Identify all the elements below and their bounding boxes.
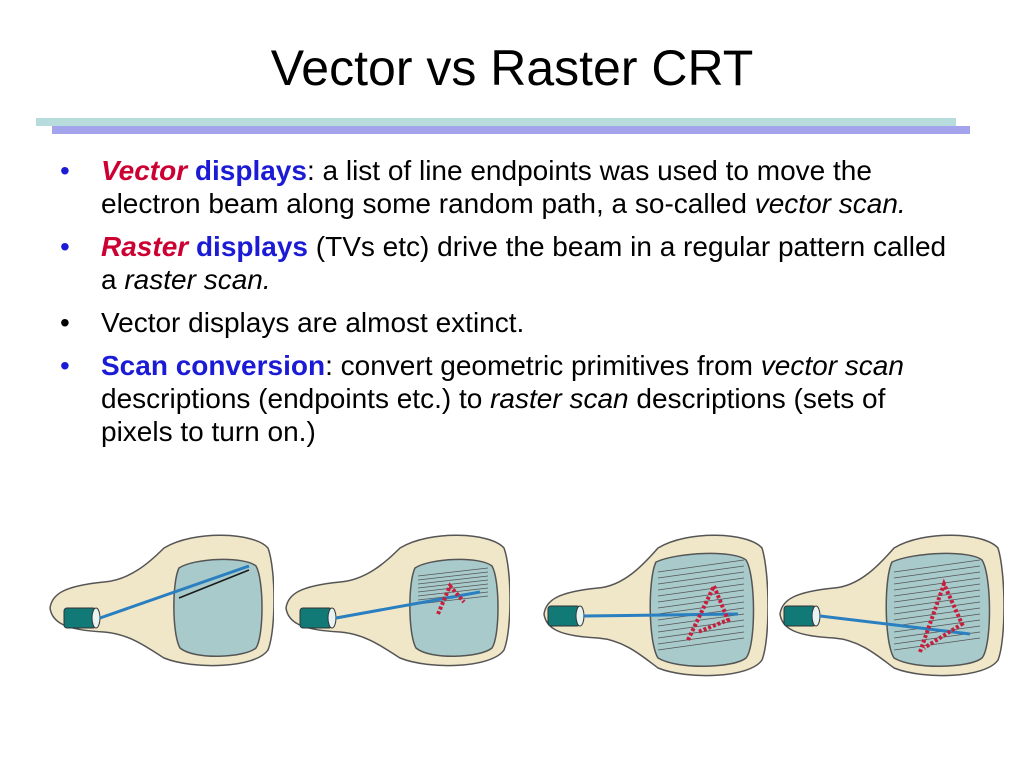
bullet-text: : convert geometric primitives from [325,350,761,381]
term-displays: displays [195,231,309,262]
crt-raster-icon [543,534,768,677]
bullet-text: : a list of line endpoints was used to m… [101,155,872,219]
bullet-dot-icon: • [60,307,70,338]
bullet-scan-conversion: • Scan conversion: convert geometric pri… [56,349,956,448]
title-rule-bottom [52,126,970,134]
crt-vector-shape-icon [285,534,510,667]
title-rule-top [36,118,956,126]
bullet-dot-icon: • [60,231,70,262]
term-scan-conversion: Scan conversion [101,350,326,381]
bullet-italic: vector scan [760,350,904,381]
bullet-list: • Vector displays: a list of line endpoi… [56,154,956,458]
bullet-extinct: • Vector displays are almost extinct. [56,306,956,339]
term-vector: Vector [101,155,188,186]
bullet-text: (TVs etc) drive the beam in a regular pa… [101,231,947,295]
bullet-italic: raster scan [490,383,629,414]
bullet-text: descriptions (endpoints etc.) to [101,383,491,414]
term-raster: Raster [101,231,189,262]
slide-title: Vector vs Raster CRT [270,40,754,96]
bullet-dot-icon: • [60,350,70,381]
term-displays: displays [194,155,307,186]
bullet-vector-displays: • Vector displays: a list of line endpoi… [56,154,956,220]
crt-vector-icon [49,534,274,667]
bullet-italic: vector scan. [754,188,906,219]
bullet-text: Vector displays are almost extinct. [101,307,525,338]
bullet-dot-icon: • [60,155,70,186]
bullet-italic: raster scan. [124,264,271,295]
bullet-raster-displays: • Raster displays (TVs etc) drive the be… [56,230,956,296]
bullet-text: descriptions (sets of pixels to turn on.… [101,383,886,447]
crt-raster-large-icon [779,534,1004,677]
